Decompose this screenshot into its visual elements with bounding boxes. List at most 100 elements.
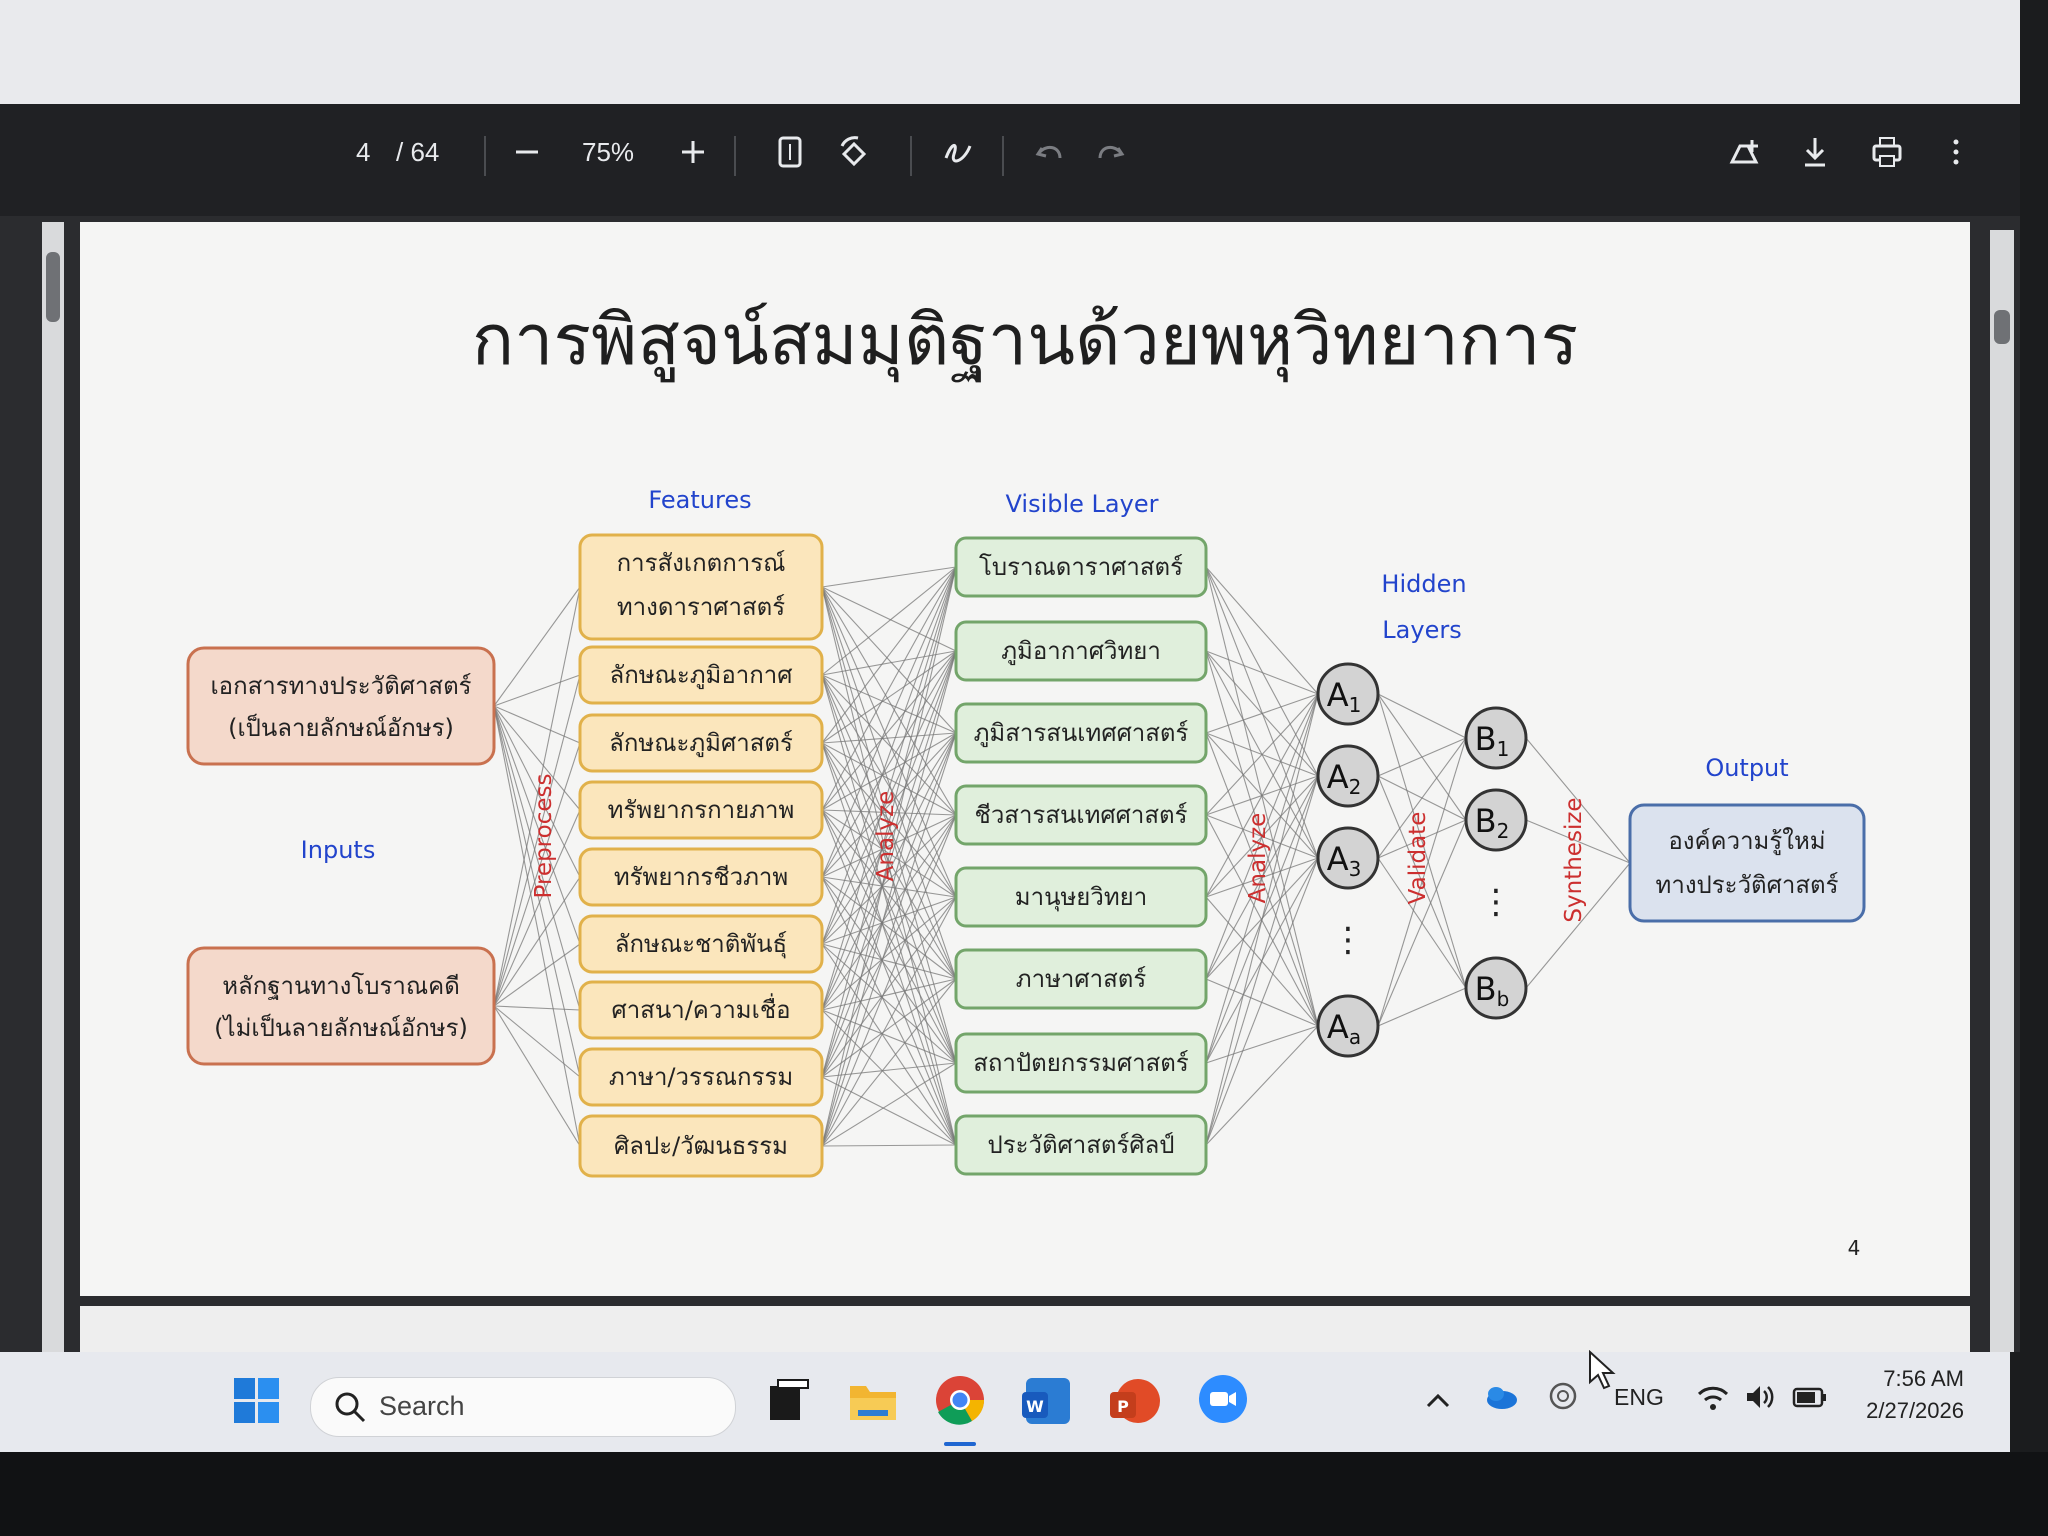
zoom-icon[interactable] (1198, 1374, 1248, 1428)
redo-icon[interactable] (1096, 132, 1126, 172)
hidden-a-label: Aa (1327, 1008, 1361, 1049)
next-page-edge (80, 1306, 1970, 1352)
clock-time[interactable]: 7:56 AM (1883, 1366, 1964, 1391)
page-current-input[interactable]: 4 (356, 137, 371, 167)
edge-input-feature (493, 705, 581, 811)
visible-layer-box (954, 1032, 1208, 1094)
edge-input-feature (493, 809, 581, 1007)
input-label: เอกสารทางประวัติศาสตร์ (210, 672, 471, 700)
edge-feature-visible (821, 876, 957, 980)
right-scrollbar-thumb[interactable] (1994, 310, 2010, 344)
zoom-out-icon[interactable] (512, 132, 542, 172)
volume-icon[interactable] (1744, 1380, 1776, 1418)
edge-feature-visible (821, 732, 957, 811)
toolbar-divider (1002, 136, 1004, 176)
visible-layer-label: ภูมิสารสนเทศศาสตร์ (974, 719, 1189, 748)
edge-feature-visible (821, 732, 957, 1011)
diagram-nodes: เอกสารทางประวัติศาสตร์ (เป็นลายลักษณ์อักษ… (186, 533, 1866, 1178)
edge-feature-visible (821, 809, 957, 1146)
features-heading: Features (648, 486, 751, 514)
edge-feature-visible (821, 814, 957, 1078)
edge-input-feature (493, 742, 581, 1007)
edge-feature-visible (821, 1062, 957, 1147)
wifi-icon[interactable] (1696, 1380, 1730, 1418)
edge-feature-visible (821, 978, 957, 1147)
edge-input-feature (493, 705, 581, 1078)
visible-layer-box (954, 536, 1208, 598)
file-explorer-icon[interactable] (848, 1376, 898, 1428)
add-to-drive-icon[interactable] (1726, 132, 1762, 172)
preprocess-label: Preprocess (531, 774, 557, 899)
taskbar-search-box[interactable]: Search (310, 1377, 736, 1437)
edge-visible-hidden-a (1205, 650, 1319, 1027)
edge-input-feature (493, 705, 581, 1147)
edge-visible-hidden-a (1205, 857, 1319, 1146)
left-scrollbar[interactable] (42, 222, 64, 1352)
powerpoint-icon[interactable]: P (1110, 1376, 1160, 1430)
input-label: (เป็นลายลักษณ์อักษร) (228, 713, 454, 742)
right-scrollbar[interactable] (1990, 230, 2014, 1352)
language-indicator[interactable]: ENG (1614, 1384, 1664, 1410)
edge-hidden-a-b (1377, 737, 1467, 859)
tray-overflow-icon[interactable] (1424, 1382, 1452, 1422)
connection-lines (493, 566, 1631, 1147)
edge-feature-visible (821, 814, 957, 1011)
toolbar-divider (910, 136, 912, 176)
edge-feature-visible (821, 742, 957, 1146)
hidden-b-label: B1 (1475, 720, 1510, 761)
feature-box (578, 1047, 824, 1107)
edge-feature-visible (821, 674, 957, 980)
edge-visible-hidden-a (1205, 566, 1319, 777)
feature-box (578, 1114, 824, 1178)
word-icon[interactable]: W (1022, 1376, 1072, 1430)
chrome-icon[interactable] (934, 1374, 986, 1430)
edge-feature-visible (821, 732, 957, 1147)
search-icon (333, 1390, 367, 1428)
sync-icon[interactable] (1546, 1376, 1580, 1416)
analyze-label-1: Analyze (873, 791, 899, 882)
hidden-a-node (1316, 826, 1380, 890)
zoom-in-icon[interactable] (678, 132, 708, 172)
edge-feature-visible (821, 978, 957, 1078)
left-scrollbar-thumb[interactable] (46, 252, 60, 322)
zoom-level[interactable]: 75% (582, 137, 635, 167)
edge-feature-visible (821, 1009, 957, 1146)
battery-icon[interactable] (1792, 1380, 1828, 1418)
edge-feature-visible (821, 566, 957, 676)
edge-feature-visible (821, 566, 957, 588)
download-icon[interactable] (1800, 132, 1830, 172)
edge-visible-hidden-a (1205, 650, 1319, 695)
edge-feature-visible (821, 896, 957, 1147)
annotate-icon[interactable] (942, 132, 976, 172)
feature-label: ศาสนา/ความเชื่อ (611, 993, 790, 1024)
clock-date[interactable]: 2/27/2026 (1866, 1398, 1964, 1423)
slide-page-number: 4 (1848, 1236, 1861, 1260)
task-view-icon[interactable] (766, 1378, 810, 1428)
edge-visible-hidden-a (1205, 693, 1319, 898)
edge-input-feature (493, 674, 581, 707)
onedrive-icon[interactable] (1484, 1382, 1518, 1416)
edge-input-feature (493, 1005, 581, 1147)
hidden-a-node (1316, 662, 1380, 726)
visible-layer-box (954, 620, 1208, 682)
visible-layer-label: มานุษยวิทยา (1015, 883, 1147, 912)
edge-feature-visible (821, 650, 957, 744)
undo-icon[interactable] (1034, 132, 1064, 172)
toolbar-divider (734, 136, 736, 176)
print-icon[interactable] (1870, 132, 1904, 172)
edge-feature-visible (821, 814, 957, 945)
input-label: (ไม่เป็นลายลักษณ์อักษร) (214, 1013, 468, 1042)
input-box (186, 946, 496, 1066)
feature-label: ลักษณะภูมิศาสตร์ (609, 729, 793, 758)
edge-feature-visible (821, 674, 957, 898)
windows-start-icon[interactable] (234, 1378, 280, 1428)
fit-page-icon[interactable] (776, 132, 804, 172)
edge-feature-visible (821, 732, 957, 1078)
more-icon[interactable] (1948, 132, 1964, 172)
edge-feature-visible (821, 809, 957, 1064)
rotate-icon[interactable] (836, 132, 872, 172)
visible-layer-box (954, 1114, 1208, 1176)
visible-layer-label: ประวัติศาสตร์ศิลป์ (987, 1131, 1174, 1159)
edge-hidden-a-b (1377, 987, 1467, 1027)
